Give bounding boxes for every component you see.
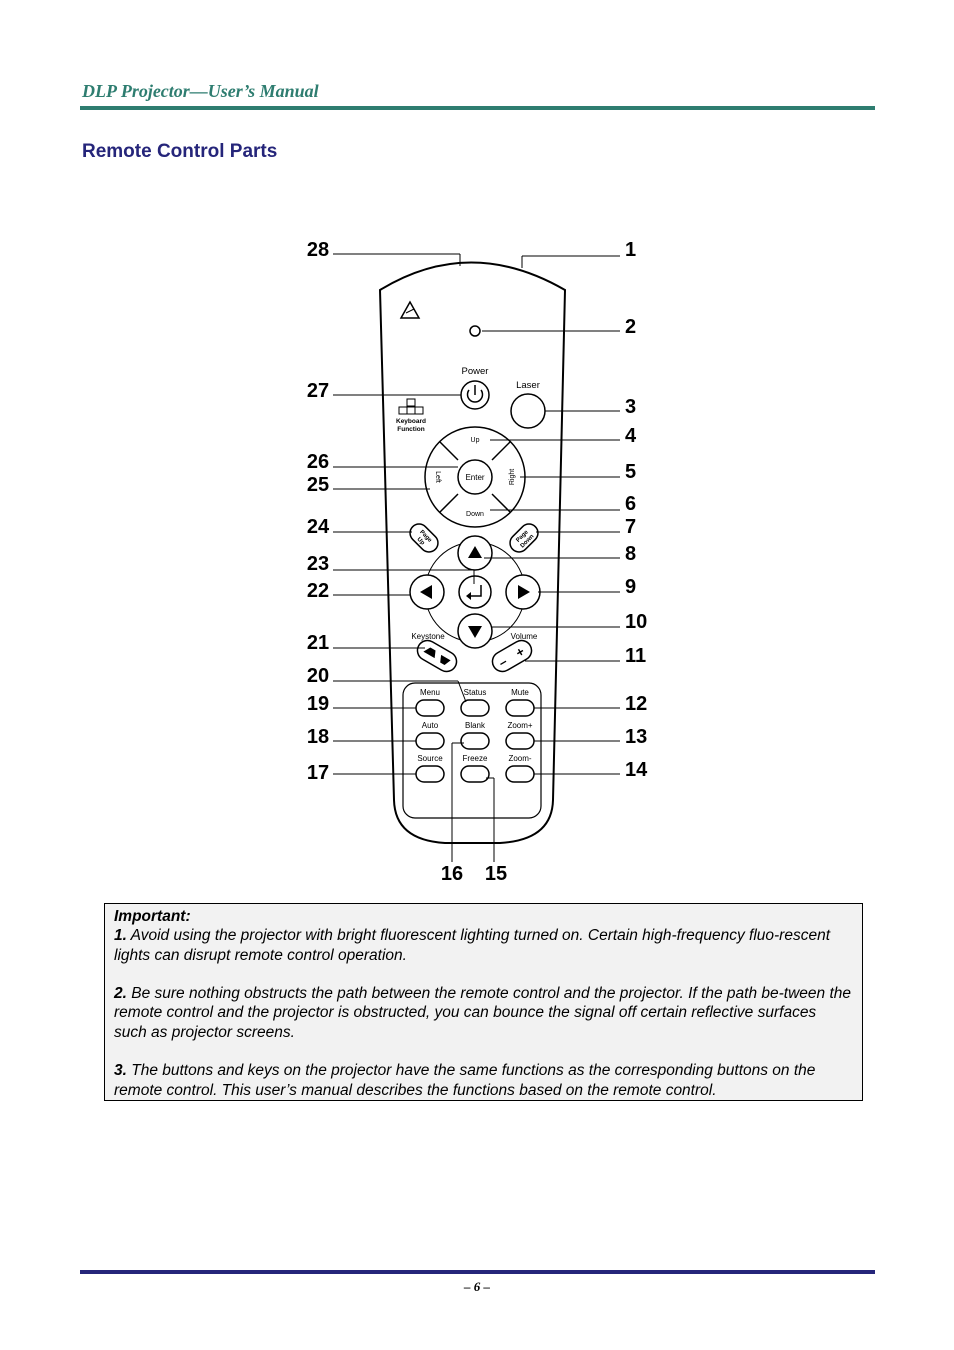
zoom-in-label: Zoom+ <box>507 721 532 730</box>
section-title: Remote Control Parts <box>82 141 278 162</box>
left-label: Left <box>434 471 441 483</box>
callout-number-9: 9 <box>625 576 636 598</box>
document-header-title: DLP Projector—User’s Manual <box>82 81 319 101</box>
callout-number-10: 10 <box>625 611 647 633</box>
note-text: Be sure nothing obstructs the path betwe… <box>114 985 852 1041</box>
header-divider <box>80 106 875 110</box>
laser-warning-icon <box>399 300 421 319</box>
callout-number-20: 20 <box>307 665 329 687</box>
callout-number-23: 23 <box>307 553 329 575</box>
arrow-left-icon <box>420 585 432 599</box>
callout-number-12: 12 <box>625 693 647 715</box>
zoom-out-label: Zoom- <box>508 754 531 763</box>
power-icon <box>466 385 484 403</box>
freeze-button <box>460 765 490 783</box>
laser-label: Laser <box>516 380 540 391</box>
callout-number-27: 27 <box>307 380 329 402</box>
keystone-button <box>416 639 458 673</box>
note-number: 3. <box>114 1062 127 1080</box>
mute-label: Mute <box>511 688 529 697</box>
callout-number-7: 7 <box>625 516 636 538</box>
callout-number-2: 2 <box>625 316 636 338</box>
callout-number-14: 14 <box>625 759 648 781</box>
return-button <box>458 575 492 609</box>
footer-divider <box>80 1270 875 1274</box>
power-label: Power <box>462 366 489 377</box>
page-up-button <box>409 523 439 553</box>
function-panel <box>402 682 542 819</box>
volume-button <box>491 639 533 673</box>
keystone-up-icon <box>423 647 436 659</box>
callout-number-6: 6 <box>625 493 636 515</box>
important-note-box: Important: 1. Avoid using the projector … <box>104 903 863 1101</box>
callout-number-26: 26 <box>307 451 329 473</box>
auto-button <box>415 732 445 750</box>
important-note-1: 1. Avoid using the projector with bright… <box>114 926 853 965</box>
keystone-down-icon <box>440 654 451 665</box>
laser-button <box>510 393 546 429</box>
page-number: – 6 – <box>464 1279 490 1294</box>
mute-button <box>505 699 535 717</box>
enter-button <box>457 459 493 495</box>
keyboard-function-icon <box>398 398 424 415</box>
arrow-right-icon <box>518 585 530 599</box>
keystone-label: Keystone <box>411 632 445 641</box>
important-note-3: 3. The buttons and keys on the projector… <box>114 1061 853 1100</box>
zoom-in-button <box>505 732 535 750</box>
blank-button <box>460 732 490 750</box>
down-label: Down <box>466 511 484 518</box>
freeze-label: Freeze <box>463 754 488 763</box>
callout-number-28: 28 <box>307 239 329 261</box>
callout-number-11: 11 <box>625 645 646 667</box>
zoom-out-button <box>505 765 535 783</box>
enter-label: Enter <box>465 473 484 482</box>
source-button <box>415 765 445 783</box>
volume-label: Volume <box>511 632 538 641</box>
callout-number-4: 4 <box>625 425 637 447</box>
note-number: 1. <box>114 927 127 945</box>
callout-number-22: 22 <box>307 580 329 602</box>
page-up-label-2: Up <box>416 537 426 547</box>
status-button <box>460 699 490 717</box>
arrow-down-icon <box>468 626 482 638</box>
menu-label: Menu <box>420 688 440 697</box>
keyboard-function-label-2: Function <box>397 426 424 433</box>
status-label: Status <box>464 688 487 697</box>
callout-number-3: 3 <box>625 396 636 418</box>
callout-number-25: 25 <box>307 474 329 496</box>
important-heading: Important: <box>114 908 191 925</box>
callout-number-17: 17 <box>307 762 329 784</box>
page-down-button <box>509 523 539 553</box>
auto-label: Auto <box>422 721 439 730</box>
callout-number-24: 24 <box>307 516 330 538</box>
ir-led-icon <box>469 325 481 337</box>
callout-number-5: 5 <box>625 461 636 483</box>
remote-control-diagram: Power Keyboard Function Laser Enter Up D… <box>307 239 648 885</box>
callout-number-13: 13 <box>625 726 647 748</box>
callout-number-19: 19 <box>307 693 329 715</box>
keyboard-function-label-1: Keyboard <box>396 418 426 425</box>
return-icon <box>466 585 482 600</box>
important-note-2: 2. Be sure nothing obstructs the path be… <box>114 984 853 1042</box>
right-label: Right <box>509 469 516 485</box>
callout-number-21: 21 <box>307 632 329 654</box>
blank-label: Blank <box>465 721 486 730</box>
source-label: Source <box>417 754 443 763</box>
arrow-up-icon <box>468 546 482 558</box>
callout-number-1: 1 <box>625 239 636 261</box>
up-label: Up <box>471 437 480 444</box>
note-number: 2. <box>114 985 127 1003</box>
note-text: Avoid using the projector with bright fl… <box>114 927 831 964</box>
callout-number-15: 15 <box>485 863 507 885</box>
callout-number-18: 18 <box>307 726 329 748</box>
menu-button <box>415 699 445 717</box>
callout-number-8: 8 <box>625 543 636 565</box>
callout-number-16: 16 <box>441 863 463 885</box>
note-text: The buttons and keys on the projector ha… <box>114 1062 816 1099</box>
